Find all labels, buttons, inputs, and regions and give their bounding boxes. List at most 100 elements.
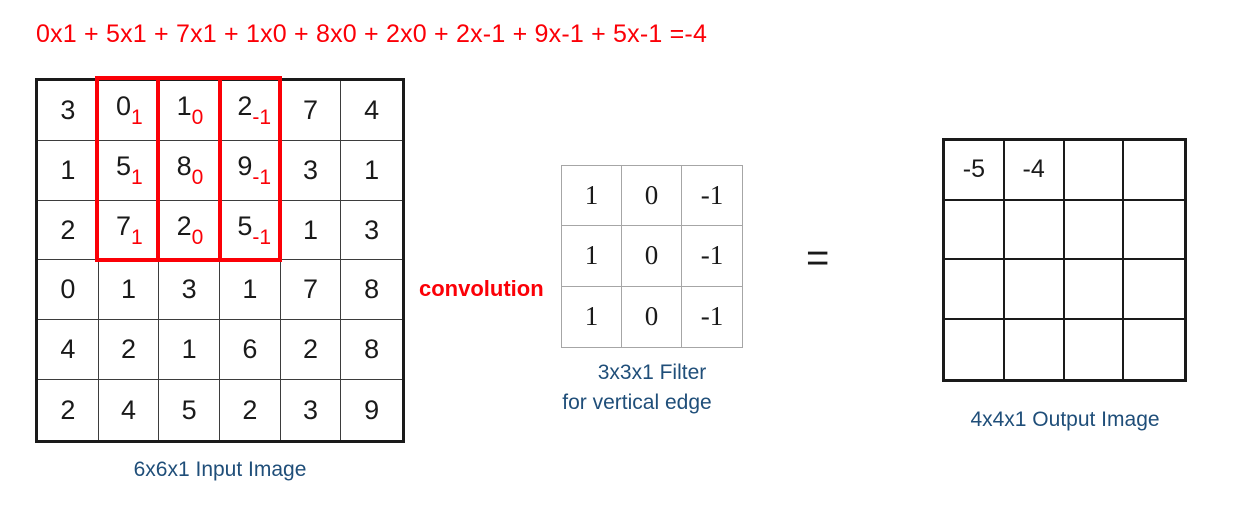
output-cell-r1-c3 bbox=[1124, 201, 1184, 260]
input-cell-value: 9-1 bbox=[237, 150, 272, 189]
input-cell-value: 3 bbox=[181, 274, 197, 305]
input-cell-r1-c3: 9-1 bbox=[220, 140, 281, 201]
output-image-grid: -5-4 bbox=[942, 138, 1187, 382]
output-cell-r0-c0: -5 bbox=[945, 141, 1005, 201]
convolution-operator-label: convolution bbox=[419, 276, 544, 301]
input-cell-value: 3 bbox=[60, 94, 76, 125]
input-cell-value: 8 bbox=[364, 274, 380, 305]
filter-cell-r1-c2: -1 bbox=[682, 226, 742, 287]
output-cell-r3-c2 bbox=[1065, 319, 1125, 379]
output-image-caption: 4x4x1 Output Image bbox=[970, 408, 1160, 431]
input-cell-r4-c3: 6 bbox=[220, 320, 281, 381]
input-cell-r0-c5: 4 bbox=[341, 81, 402, 141]
output-cell-r1-c2 bbox=[1064, 200, 1125, 260]
input-cell-r4-c0: 4 bbox=[38, 320, 99, 381]
input-cell-r0-c0: 3 bbox=[38, 81, 99, 141]
filter-caption-line1: 3x3x1 Filter bbox=[597, 361, 707, 384]
input-cell-r2-c3: 5-1 bbox=[220, 200, 281, 261]
input-cell-value: 8 bbox=[364, 334, 380, 365]
input-cell-value: 3 bbox=[302, 154, 318, 185]
input-cell-weight-subscript: 0 bbox=[191, 165, 204, 189]
input-cell-r0-c3: 2-1 bbox=[220, 81, 281, 141]
input-cell-value: 4 bbox=[60, 334, 76, 365]
input-cell-r3-c2: 3 bbox=[159, 260, 220, 321]
input-cell-value: 9 bbox=[364, 394, 380, 425]
input-image-caption: 6x6x1 Input Image bbox=[133, 458, 307, 481]
input-cell-value: 1 bbox=[181, 334, 197, 365]
input-cell-value: 1 bbox=[242, 274, 258, 305]
input-cell-r4-c5: 8 bbox=[341, 320, 402, 381]
output-cell-r2-c1 bbox=[1004, 260, 1065, 320]
input-cell-value: 2 bbox=[60, 394, 76, 425]
output-cell-r1-c1 bbox=[1004, 200, 1065, 260]
filter-cell-r1-c0: 1 bbox=[562, 226, 622, 287]
input-cell-r5-c3: 2 bbox=[220, 380, 281, 440]
input-cell-value: 1 bbox=[60, 154, 76, 185]
input-cell-weight-subscript: 0 bbox=[191, 225, 204, 249]
input-cell-value: 6 bbox=[242, 334, 258, 365]
output-cell-r0-c3 bbox=[1124, 141, 1184, 201]
filter-cell-r0-c2: -1 bbox=[682, 166, 742, 227]
convolution-formula: 0x1 + 5x1 + 7x1 + 1x0 + 8x0 + 2x0 + 2x-1… bbox=[36, 20, 708, 48]
filter-cell-r2-c0: 1 bbox=[562, 286, 622, 347]
input-cell-weight-subscript: 0 bbox=[191, 106, 204, 130]
output-cell-r3-c3 bbox=[1124, 320, 1184, 380]
input-cell-r3-c1: 1 bbox=[98, 260, 160, 321]
input-cell-r2-c0: 2 bbox=[38, 200, 99, 261]
input-cell-r1-c4: 3 bbox=[280, 140, 342, 201]
equals-sign: = bbox=[806, 236, 830, 280]
input-cell-weight-subscript: 1 bbox=[131, 106, 143, 130]
input-cell-r4-c1: 2 bbox=[98, 320, 160, 381]
input-cell-value: 5 bbox=[181, 394, 197, 425]
input-cell-r5-c5: 9 bbox=[341, 380, 402, 440]
input-cell-weight-subscript: 1 bbox=[131, 165, 143, 189]
input-cell-value: 2 bbox=[242, 394, 258, 425]
output-cell-r0-c1: -4 bbox=[1004, 141, 1065, 201]
input-cell-r5-c0: 2 bbox=[38, 380, 99, 440]
output-cell-r0-c2 bbox=[1064, 141, 1125, 201]
filter-caption: 3x3x1 Filter for vertical edge bbox=[561, 358, 743, 419]
input-cell-r3-c0: 0 bbox=[38, 260, 99, 321]
input-cell-value: 2 bbox=[302, 334, 318, 365]
input-cell-value: 2-1 bbox=[237, 90, 272, 130]
output-cell-r2-c0 bbox=[945, 260, 1005, 320]
output-cell-r2-c2 bbox=[1064, 260, 1125, 320]
input-cell-r5-c2: 5 bbox=[159, 380, 220, 440]
filter-cell-r2-c2: -1 bbox=[700, 301, 724, 332]
input-cell-value: 0 bbox=[60, 274, 76, 305]
input-cell-r3-c3: 1 bbox=[220, 260, 281, 321]
input-cell-value: 1 bbox=[120, 274, 136, 305]
filter-cell-r1-c1: 0 bbox=[622, 226, 682, 287]
input-cell-value: 2 bbox=[120, 334, 136, 365]
filter-cell-r0-c1: 0 bbox=[622, 166, 682, 227]
input-cell-r0-c4: 7 bbox=[280, 81, 342, 141]
input-cell-r1-c0: 1 bbox=[38, 140, 99, 201]
input-cell-value: 1 bbox=[302, 214, 318, 245]
filter-caption-line2: for vertical edge bbox=[562, 391, 712, 415]
input-cell-value: 4 bbox=[120, 394, 136, 425]
input-cell-weight-subscript: -1 bbox=[252, 106, 272, 130]
input-cell-r4-c4: 2 bbox=[280, 320, 342, 381]
input-cell-r3-c4: 7 bbox=[280, 260, 342, 321]
input-cell-r2-c5: 3 bbox=[341, 201, 402, 261]
input-cell-r4-c2: 1 bbox=[159, 320, 220, 381]
filter-cell-r2-c1: 0 bbox=[622, 286, 682, 347]
input-cell-value: 2 bbox=[60, 214, 76, 245]
input-cell-weight-subscript: -1 bbox=[252, 165, 272, 189]
input-cell-r5-c4: 3 bbox=[281, 380, 342, 440]
output-cell-r1-c0 bbox=[945, 200, 1005, 260]
input-cell-weight-subscript: -1 bbox=[252, 225, 272, 249]
filter-cell-r0-c0: 1 bbox=[562, 166, 622, 227]
input-cell-r3-c5: 8 bbox=[341, 260, 402, 321]
